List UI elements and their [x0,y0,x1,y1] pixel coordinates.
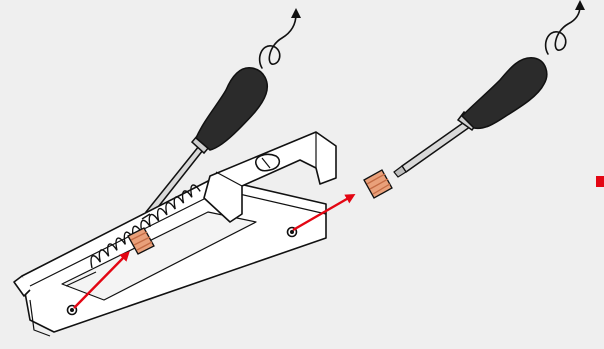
screwdriver-right-icon [394,58,547,177]
rotation-arrow-left-icon [260,8,301,68]
red-marker-icon [596,176,604,187]
bracket-tool-icon [14,132,336,336]
set-screw-loose-icon [364,170,392,198]
rotation-arrow-right-icon [546,0,585,54]
